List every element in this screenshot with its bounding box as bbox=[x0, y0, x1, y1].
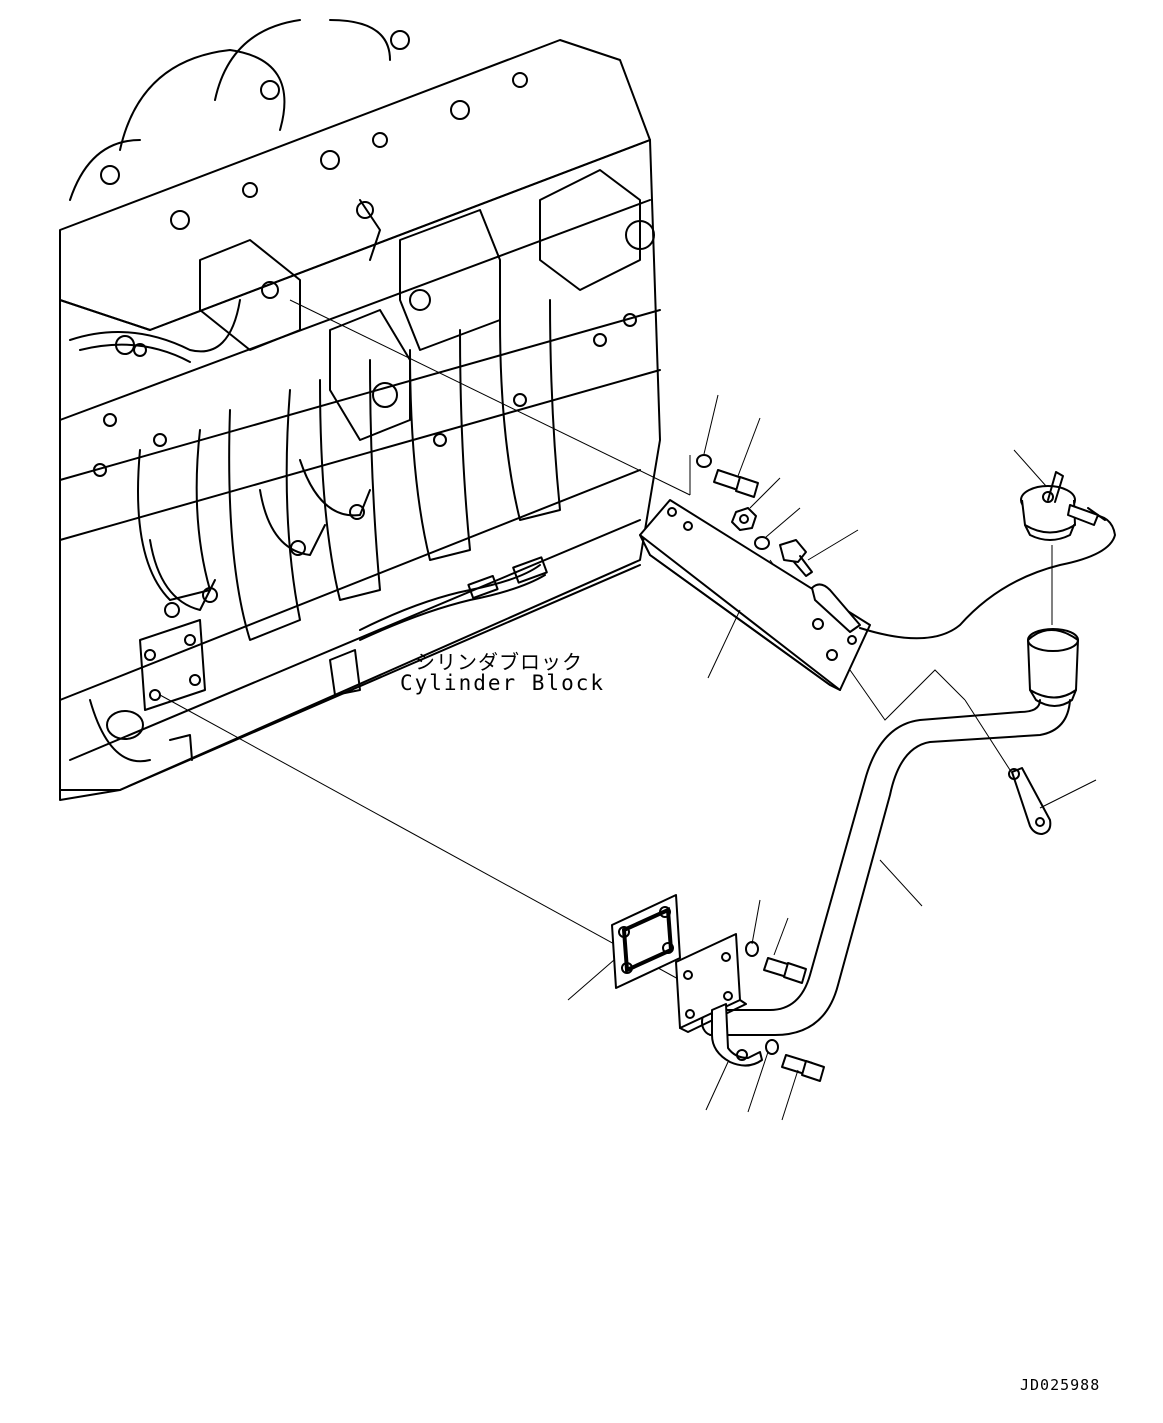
sensor-lead bbox=[811, 583, 861, 633]
washer bbox=[765, 1039, 779, 1055]
washer bbox=[754, 536, 770, 550]
fasteners-upper bbox=[696, 454, 1116, 640]
mounting-bracket bbox=[639, 499, 871, 691]
drawing-id: JD025988 bbox=[1020, 1376, 1101, 1394]
component-label-en: Cylinder Block bbox=[400, 671, 606, 695]
cylinder-block bbox=[59, 19, 661, 801]
nut bbox=[731, 507, 757, 531]
breather-cap bbox=[1020, 471, 1106, 541]
gasket bbox=[611, 894, 681, 989]
tube-clamp bbox=[711, 1003, 763, 1067]
washer bbox=[745, 941, 759, 957]
washer bbox=[696, 454, 712, 468]
leader-lines bbox=[159, 299, 1053, 981]
hose-clip bbox=[1008, 767, 1052, 835]
breather-tube bbox=[701, 628, 1079, 1036]
callout-lines bbox=[567, 394, 1097, 1121]
component-label-jp: シリンダブロック bbox=[415, 650, 583, 674]
